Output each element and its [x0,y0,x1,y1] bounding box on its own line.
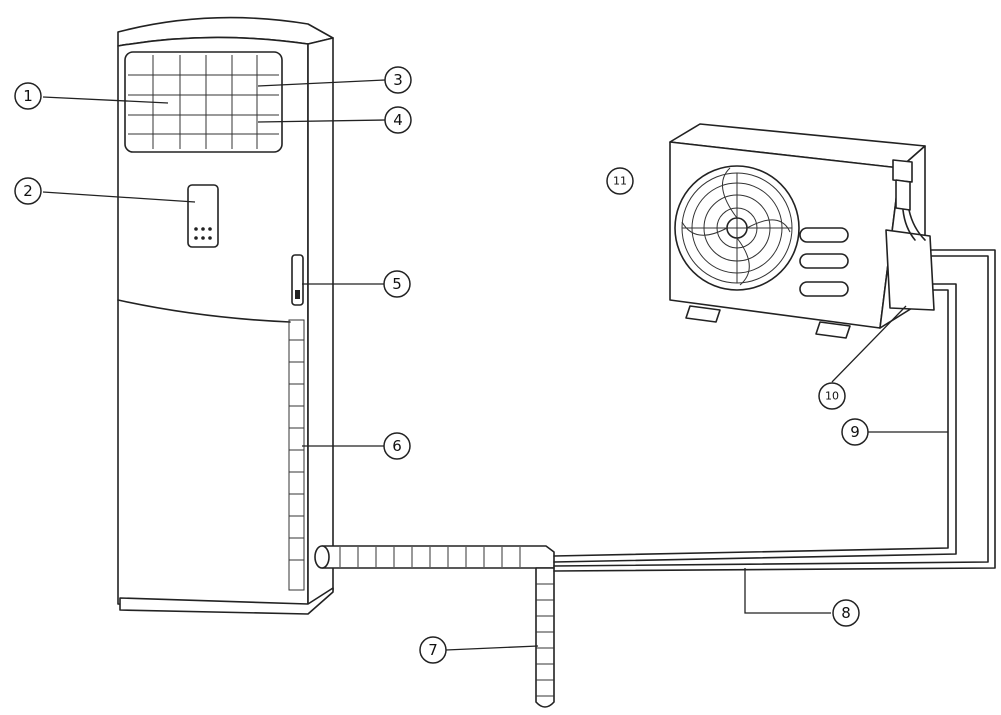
callout-4: 4 [384,106,412,134]
air-intake-grille [288,319,305,591]
callout-label: 1 [23,87,33,105]
leader-lines [42,79,948,651]
callout-label: 2 [23,182,33,200]
connecting-pipes [314,249,996,708]
callout-label: 9 [850,423,860,441]
fan-blades [681,167,792,286]
display-panel [187,184,219,248]
callout-6: 6 [383,432,411,460]
callout-11: 11 [606,167,634,195]
callout-label: 5 [392,275,402,293]
callout-8: 8 [832,599,860,627]
callout-7: 7 [419,636,447,664]
callout-9: 9 [841,418,869,446]
valve-cover [885,229,935,311]
callout-label: 3 [393,71,403,89]
indoor-unit [117,16,334,615]
callout-2: 2 [14,177,42,205]
callout-1: 1 [14,82,42,110]
callout-3: 3 [384,66,412,94]
air-outlet-louvers [128,55,279,149]
callout-10: 10 [818,382,846,410]
callout-label: 8 [841,604,851,622]
callout-label: 7 [428,641,438,659]
callout-label: 6 [392,437,402,455]
callout-label: 10 [825,390,839,403]
callout-label: 4 [393,111,403,129]
display-buttons [194,227,212,240]
callout-5: 5 [383,270,411,298]
outdoor-unit [669,123,935,339]
callout-label: 11 [613,175,627,188]
side-handle [291,254,304,306]
drain-hose [535,567,555,708]
